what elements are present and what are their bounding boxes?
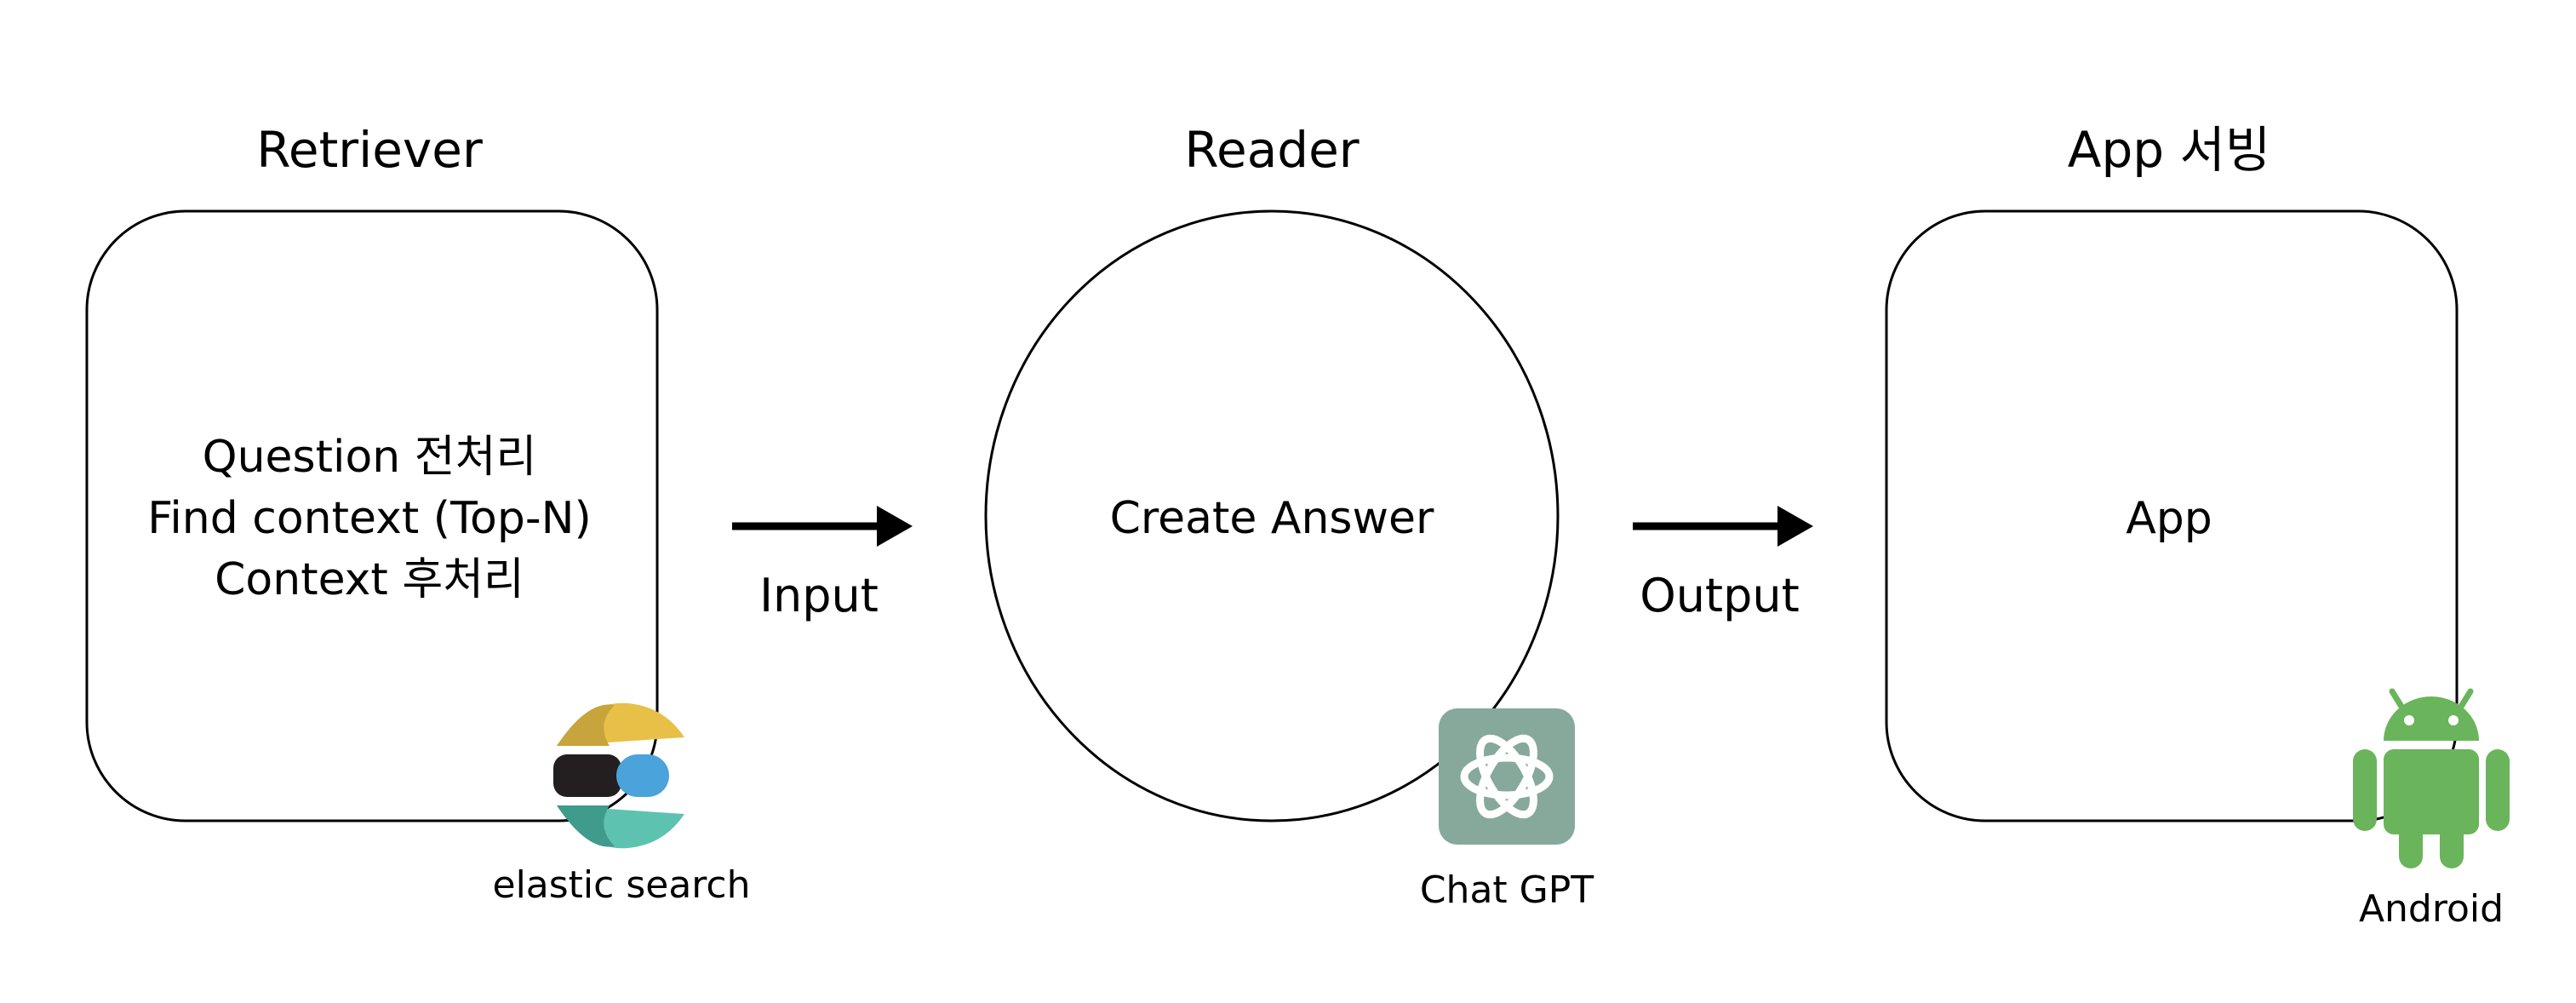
retriever-line-2: Find context (Top-N) <box>147 493 592 544</box>
output-arrow-head <box>1777 506 1813 547</box>
elastic-dark-overlap-bottom <box>557 805 615 847</box>
android-leg-right <box>2440 817 2464 868</box>
input-arrow-head <box>877 506 913 547</box>
input-label: Input <box>759 569 879 622</box>
reader-title: Reader <box>1184 121 1359 179</box>
elastic-blue-bar <box>616 754 669 797</box>
reader-circle <box>984 209 1560 822</box>
android-arm-left <box>2353 749 2377 831</box>
output-label: Output <box>1640 569 1800 622</box>
android-caption: Android <box>2359 887 2504 931</box>
android-icon <box>2353 688 2510 868</box>
elastic-dark-overlap-top <box>557 704 615 746</box>
retriever-stage: Retriever Question 전처리 Find context (Top… <box>85 121 751 907</box>
elastic-black-bar <box>553 754 621 797</box>
input-arrow: Input <box>732 506 913 622</box>
chatgpt-knot <box>1460 734 1554 819</box>
app-box <box>1885 209 2459 822</box>
output-arrow: Output <box>1633 506 1813 622</box>
reader-text: Create Answer <box>1110 493 1434 544</box>
android-head <box>2384 696 2479 741</box>
elasticsearch-icon <box>553 702 684 849</box>
android-leg-left <box>2399 817 2423 868</box>
elasticsearch-caption: elastic search <box>493 863 751 907</box>
retriever-line-1: Question 전처리 <box>203 432 537 483</box>
chatgpt-icon <box>1439 708 1575 845</box>
android-eye-right <box>2448 715 2459 725</box>
app-text: App <box>2126 493 2212 544</box>
retriever-title: Retriever <box>256 121 483 179</box>
app-stage: App 서빙 App Android <box>1885 121 2510 931</box>
reader-stage: Reader Create Answer Chat GPT <box>984 121 1594 912</box>
retriever-box <box>85 209 659 822</box>
chatgpt-icon-bg <box>1439 708 1575 845</box>
android-arm-right <box>2486 749 2510 831</box>
app-title: App 서빙 <box>2068 121 2270 179</box>
android-body <box>2384 749 2479 834</box>
android-eye-left <box>2404 715 2414 725</box>
chatgpt-caption: Chat GPT <box>1420 868 1594 912</box>
retriever-line-3: Context 후처리 <box>215 554 524 605</box>
